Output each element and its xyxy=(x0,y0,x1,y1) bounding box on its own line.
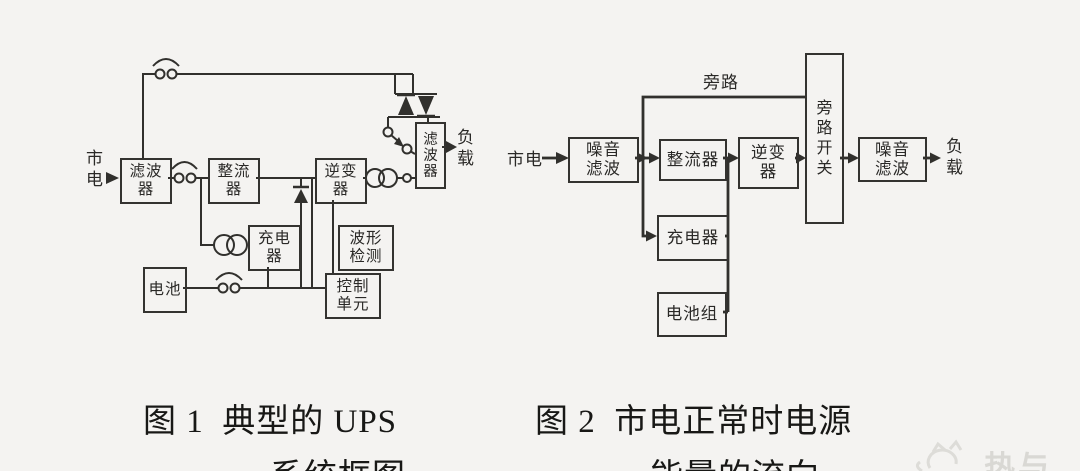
switch-contact xyxy=(217,282,229,294)
figure1-wires xyxy=(106,58,457,294)
switch-contact xyxy=(382,126,394,138)
figure2-caption-line1: 图 2 市电正常时电源 xyxy=(535,404,853,440)
flow-arrow-icon xyxy=(649,152,660,164)
figure2-rectifier-box: 整流器 xyxy=(659,139,727,181)
figure1-inverter-box: 逆变 器 xyxy=(315,158,367,204)
wire xyxy=(409,150,416,155)
switch-arc-icon xyxy=(215,272,243,281)
figure1-control-unit-box: 控制 单元 xyxy=(325,273,381,319)
figure1-rectifier-box: 整流 器 xyxy=(208,158,260,204)
wire xyxy=(311,178,325,289)
scr-down-icon xyxy=(418,96,434,115)
transformer-icon xyxy=(226,234,248,256)
figure2-input-noise-filter-box: 噪音 滤波 xyxy=(568,137,639,183)
transformer-icon xyxy=(378,168,398,188)
flow-arrow-icon xyxy=(646,230,657,242)
switch-contact xyxy=(154,68,166,80)
switch-arc-icon xyxy=(152,58,180,67)
figure1-charger-box: 充电 器 xyxy=(248,225,301,271)
figure1-mains-label: 市 电 xyxy=(86,149,104,189)
figure2-wires xyxy=(542,95,941,314)
figure2-mains-label: 市电 xyxy=(507,150,543,169)
diode-icon xyxy=(294,189,308,203)
figure1-battery-box: 电池 xyxy=(143,267,187,313)
wire xyxy=(142,73,155,158)
switch-contact xyxy=(402,173,412,183)
transformer-icon xyxy=(213,234,235,256)
wire xyxy=(641,158,647,238)
switch-blade-arrow-icon xyxy=(394,137,404,147)
flow-arrow-icon xyxy=(848,152,859,164)
switch-contact xyxy=(166,68,178,80)
figure2-inverter-box: 逆变 器 xyxy=(738,137,799,189)
figure2-charger-box: 充电器 xyxy=(657,215,729,261)
load-arrow-icon xyxy=(446,141,457,153)
switch-contact xyxy=(185,172,197,184)
scr-up-icon xyxy=(398,96,414,115)
switch-contact xyxy=(401,143,413,155)
figure2-output-noise-filter-box: 噪音 滤波 xyxy=(858,137,927,182)
figure2-load-label: 负 载 xyxy=(946,137,964,177)
figure2-bypass-switch-box: 旁 路 开 关 xyxy=(805,53,844,224)
switch-blade xyxy=(390,134,399,142)
figure1-input-filter-box: 滤波 器 xyxy=(120,158,172,204)
flow-arrow-icon xyxy=(556,152,569,164)
figure1-load-label: 负 载 xyxy=(457,128,475,168)
figure1-waveform-detect-box: 波形 检测 xyxy=(338,225,394,271)
switch-contact xyxy=(173,172,185,184)
wire xyxy=(641,95,805,158)
switch-contact xyxy=(229,282,241,294)
mains-arrow-icon xyxy=(106,172,119,184)
figure2-battery-pack-box: 电池组 xyxy=(657,292,727,337)
watermark-logo-icon xyxy=(915,439,963,471)
switch-arc-icon xyxy=(171,161,198,170)
flow-arrow-icon xyxy=(930,152,941,164)
figure1-output-filter-box: 滤 波 器 xyxy=(415,122,446,189)
wire xyxy=(200,178,214,246)
figure1-caption-line2: 系统框图 xyxy=(270,449,406,471)
figure2-caption-line2: 能量的流向 xyxy=(650,449,820,471)
figure1-caption-line1: 图 1 典型的 UPS xyxy=(143,404,398,440)
figure2-bypass-label: 旁路 xyxy=(703,73,739,92)
flow-arrow-icon xyxy=(728,152,739,164)
watermark: 热与电 xyxy=(984,442,1080,471)
watermark-text: 热与电 xyxy=(984,450,1052,471)
